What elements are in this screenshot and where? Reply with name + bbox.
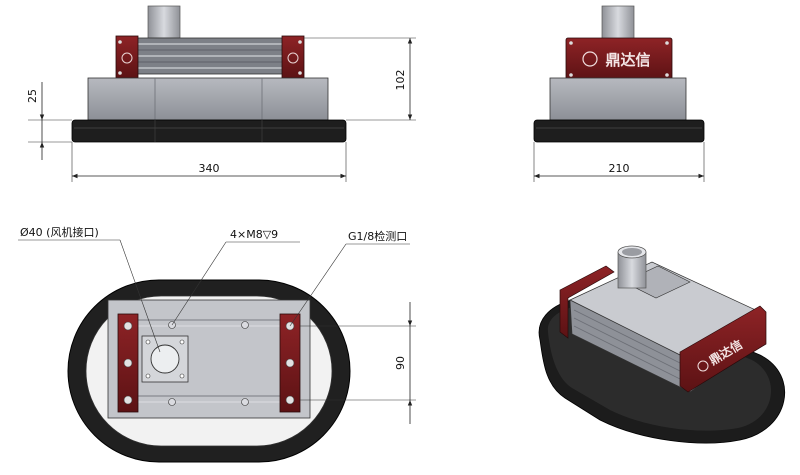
- iso-panel: [623, 265, 691, 299]
- inlet-opening: [150, 344, 180, 374]
- front-main-block: [87, 77, 329, 121]
- dim-front-width: 340: [199, 162, 220, 175]
- brand-logo-text: 鼎达信: [605, 51, 650, 69]
- dim-front-height: 102: [394, 70, 407, 91]
- side-seal-base: [533, 119, 705, 143]
- isometric-view: 鼎达信: [538, 245, 785, 444]
- iso-brand-logo-icon: [697, 360, 709, 372]
- front-seal-base: [71, 119, 347, 143]
- callout-inlet: Ø40 (风机接口): [20, 225, 99, 239]
- iso-red-plate-back: [559, 265, 615, 339]
- dim-front-base: 25: [26, 89, 39, 103]
- front-pipe: [147, 5, 181, 39]
- callout-port: G1/8检测口: [348, 229, 407, 243]
- dim-side-width: 210: [609, 162, 630, 175]
- side-main-block: [549, 77, 687, 121]
- dim-top-pitch: 90: [394, 356, 407, 370]
- front-view: 340 102 25: [26, 5, 416, 182]
- callout-screw: 4×M8▽9: [230, 228, 278, 241]
- top-view: Ø40 (风机接口) 4×M8▽9 G1/8检测口 90: [18, 225, 416, 463]
- side-pipe: [601, 5, 635, 41]
- brand-logo-icon: [582, 51, 598, 67]
- side-view: 鼎达信 210: [533, 5, 705, 182]
